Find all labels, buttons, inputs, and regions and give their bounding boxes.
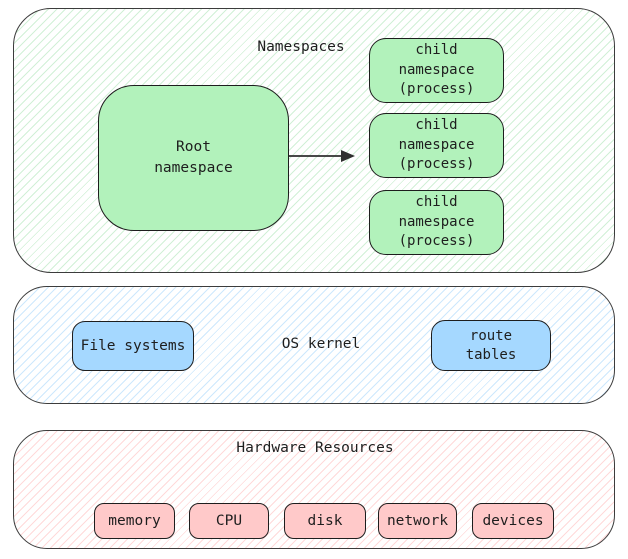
hardware-item-label: disk	[307, 513, 343, 529]
route-tables-box: route tables	[431, 320, 551, 371]
root-namespace-box: Root namespace	[98, 85, 289, 231]
file-systems-label: File systems	[80, 338, 186, 354]
root-namespace-label: Root namespace	[154, 139, 233, 176]
hardware-item-devices: devices	[472, 503, 554, 539]
arrow-root-to-children-icon	[289, 150, 355, 162]
os-kernel-title: OS kernel	[281, 336, 361, 352]
hardware-item-cpu: CPU	[189, 503, 269, 539]
child-namespace-label: child namespace (process)	[398, 42, 475, 98]
child-namespace-box: child namespace (process)	[369, 38, 504, 103]
child-namespace-label: child namespace (process)	[398, 194, 475, 250]
child-namespace-box: child namespace (process)	[369, 113, 504, 178]
file-systems-box: File systems	[72, 321, 194, 371]
hardware-item-disk: disk	[284, 503, 366, 539]
hardware-item-network: network	[378, 503, 457, 539]
namespaces-title: Namespaces	[257, 39, 345, 55]
os-kernel-container: File systems OS kernel route tables	[13, 286, 615, 404]
child-namespace-label: child namespace (process)	[398, 117, 475, 173]
hardware-resources-container: Hardware Resources memory CPU disk netwo…	[13, 430, 615, 549]
hardware-resources-title: Hardware Resources	[236, 440, 394, 456]
hardware-item-label: devices	[482, 513, 544, 529]
namespaces-container: Namespaces Root namespace child namespac…	[13, 8, 615, 273]
child-namespace-box: child namespace (process)	[369, 190, 504, 255]
hardware-item-label: memory	[108, 513, 161, 529]
hardware-item-label: CPU	[215, 513, 243, 529]
hardware-item-label: network	[386, 513, 449, 529]
hardware-item-memory: memory	[94, 503, 175, 539]
route-tables-label: route tables	[465, 327, 517, 363]
